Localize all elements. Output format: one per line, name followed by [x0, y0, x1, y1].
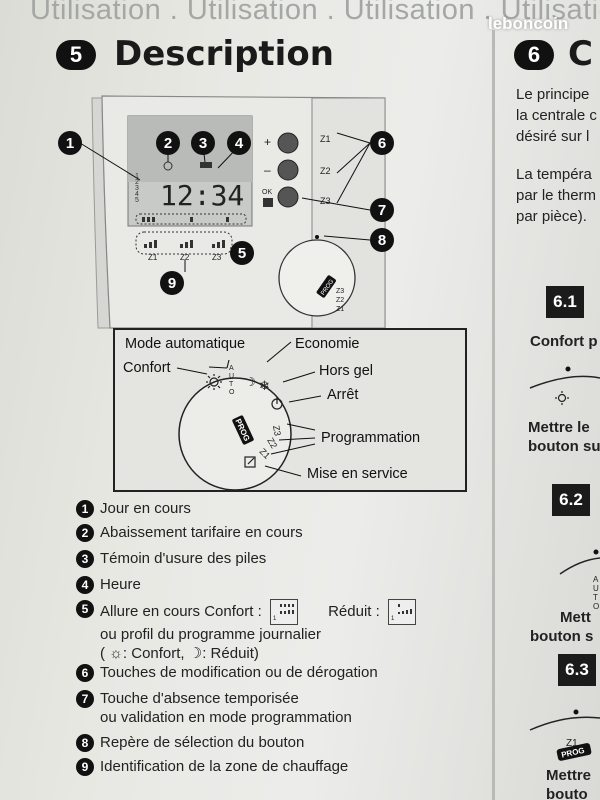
page-fold — [492, 30, 495, 800]
legend-item: 7 Touche d'absence temporisée ou validat… — [76, 689, 352, 727]
svg-text:Z1: Z1 — [320, 134, 331, 144]
svg-text:1: 1 — [391, 616, 395, 622]
label-arret: Arrêt — [327, 387, 359, 403]
svg-text:T: T — [593, 593, 598, 602]
svg-text:O: O — [229, 389, 235, 396]
svg-text:3: 3 — [135, 185, 139, 192]
subsection-6-1-title: Confort p — [530, 333, 598, 350]
dial-arc-6-2: A U T O — [559, 549, 600, 610]
section-5-badge: 5 — [56, 40, 96, 70]
svg-text:Z1: Z1 — [148, 253, 158, 262]
selector-dial[interactable] — [278, 239, 356, 317]
svg-text:Z3: Z3 — [212, 253, 222, 262]
svg-text:A: A — [593, 575, 599, 584]
svg-text:Z3: Z3 — [336, 288, 344, 295]
callout-3: 3 — [191, 131, 215, 155]
svg-text:❄: ❄ — [259, 379, 270, 394]
svg-text:U: U — [593, 584, 599, 593]
svg-text:O: O — [593, 602, 599, 610]
subsection-6-1-badge: 6.1 — [546, 286, 584, 318]
section-5-title: Description — [114, 34, 334, 74]
legend-item: 3 Témoin d'usure des piles — [76, 549, 266, 568]
zone-z1-label: Z1 — [566, 738, 578, 749]
section-6-title: C — [568, 34, 593, 74]
legend-item: 2 Abaissement tarifaire en cours — [76, 523, 303, 542]
section-6-paragraph-2: La tempéra par le therm par pièce). — [516, 166, 597, 225]
legend-item: 5 Allure en cours Confort : 1 Réduit : — [76, 599, 420, 663]
ok-button[interactable] — [277, 186, 299, 208]
svg-text:U: U — [229, 373, 234, 380]
subsection-6-1-caption: Mettre le bouton su — [528, 419, 600, 455]
minus-button[interactable] — [277, 159, 299, 181]
svg-text:–: – — [264, 163, 271, 177]
svg-text:T: T — [229, 381, 234, 388]
callout-6: 6 — [370, 131, 394, 155]
svg-text:OK: OK — [262, 189, 272, 196]
section-6-paragraph-1: Le principe la centrale c désiré sur l — [516, 86, 597, 145]
legend-item: 4 Heure — [76, 575, 141, 594]
legend-item: 1 Jour en cours — [76, 499, 191, 518]
svg-text:4: 4 — [135, 191, 139, 198]
svg-text:Z2: Z2 — [180, 253, 190, 262]
svg-text:Z3: Z3 — [271, 425, 283, 437]
svg-text:1: 1 — [273, 616, 277, 622]
svg-text:1: 1 — [135, 173, 139, 180]
callout-2: 2 — [156, 131, 180, 155]
svg-text:5: 5 — [135, 197, 139, 204]
svg-text:Z2: Z2 — [265, 436, 279, 450]
callout-9: 9 — [160, 271, 184, 295]
confort-profile-icon: 1 — [269, 599, 298, 625]
label-economie: Economie — [295, 336, 360, 352]
callout-1: 1 — [58, 131, 82, 155]
svg-text:Z2: Z2 — [320, 166, 331, 176]
page-header: Utilisation . Utilisation . Utilisation … — [30, 0, 600, 26]
dial-arc-6-1 — [529, 366, 600, 405]
svg-text:Z1: Z1 — [336, 306, 344, 313]
legend-item: 6 Touches de modification ou de dérogati… — [76, 663, 378, 682]
plus-button[interactable] — [277, 132, 299, 154]
svg-text:2: 2 — [135, 179, 139, 186]
subsection-6-3-caption: Mettre bouto — [546, 767, 592, 800]
callout-8: 8 — [370, 228, 394, 252]
subsection-6-3-badge: 6.3 — [558, 654, 596, 686]
callout-7: 7 — [370, 198, 394, 222]
label-programmation: Programmation — [321, 430, 421, 446]
callout-5: 5 — [230, 241, 254, 265]
legend-item: 8 Repère de sélection du bouton — [76, 733, 304, 752]
subsection-6-2-caption: Mett bouton s — [530, 609, 594, 645]
dial-arc-6-3: Z1 PROG — [529, 709, 600, 761]
leboncoin-watermark: leboncoin — [488, 14, 569, 33]
svg-text:Z2: Z2 — [336, 297, 344, 304]
svg-text:A: A — [229, 365, 234, 372]
label-confort: Confort — [123, 360, 171, 376]
svg-text:+: + — [264, 135, 271, 149]
subsection-6-2-badge: 6.2 — [552, 484, 590, 516]
reduit-profile-icon: 1 — [387, 599, 416, 625]
lcd-time: 12:34 — [160, 179, 244, 212]
callout-4: 4 — [227, 131, 251, 155]
label-mode-automatique: Mode automatique — [125, 336, 246, 352]
legend-item: 9 Identification de la zone de chauffage — [76, 757, 348, 776]
dial-detail-diagram: A U T O ☽ ❄ Z3 Z2 Z1 PROG — [113, 328, 467, 492]
label-hors-gel: Hors gel — [319, 363, 373, 379]
section-6-badge: 6 — [514, 40, 554, 70]
svg-text:☽: ☽ — [245, 375, 256, 389]
svg-text:Z3: Z3 — [320, 196, 331, 206]
label-mise-en-service: Mise en service — [307, 466, 408, 482]
